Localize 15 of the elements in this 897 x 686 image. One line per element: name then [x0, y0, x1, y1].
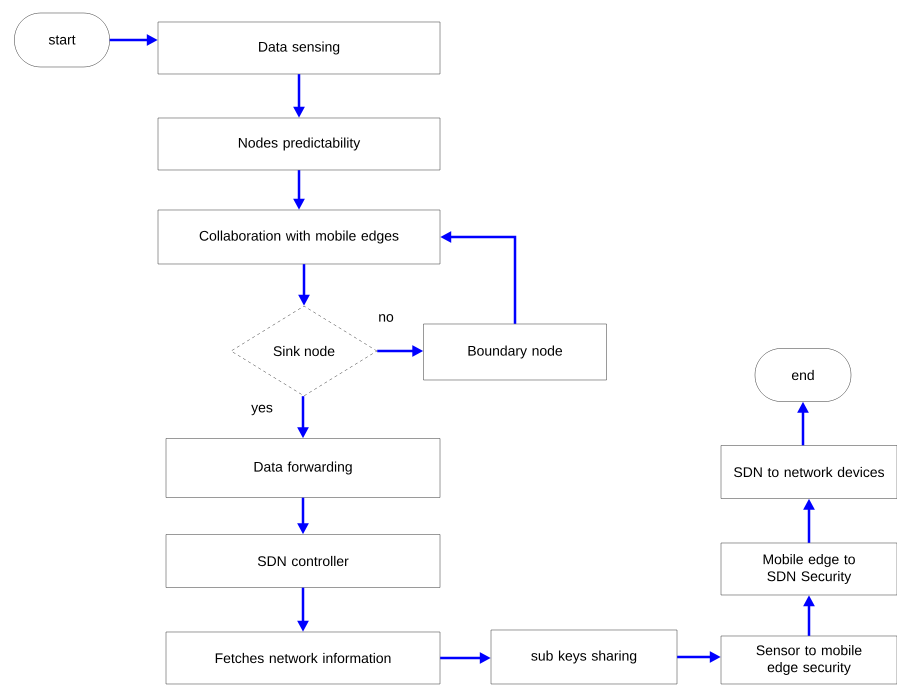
process-box: sub keys sharing	[490, 630, 678, 684]
process-box: Boundary node	[423, 324, 607, 380]
process-box: Nodes predictability	[158, 118, 440, 170]
terminal-box: start	[14, 12, 110, 68]
process-box: Mobile edge to SDN Security	[720, 542, 897, 596]
process-box: Data sensing	[158, 22, 440, 74]
process-box: SDN controller	[166, 534, 440, 588]
terminal-box: end	[754, 348, 852, 402]
process-box: Data forwarding	[166, 438, 440, 498]
edge-label: yes	[250, 404, 274, 416]
process-box: Fetches network information	[166, 632, 440, 684]
process-box: SDN to network devices	[720, 445, 897, 499]
process-box: Collaboration with mobile edges	[158, 210, 440, 264]
edge-label: no	[377, 313, 395, 323]
process-box: Sensor to mobile edge security	[720, 636, 897, 684]
